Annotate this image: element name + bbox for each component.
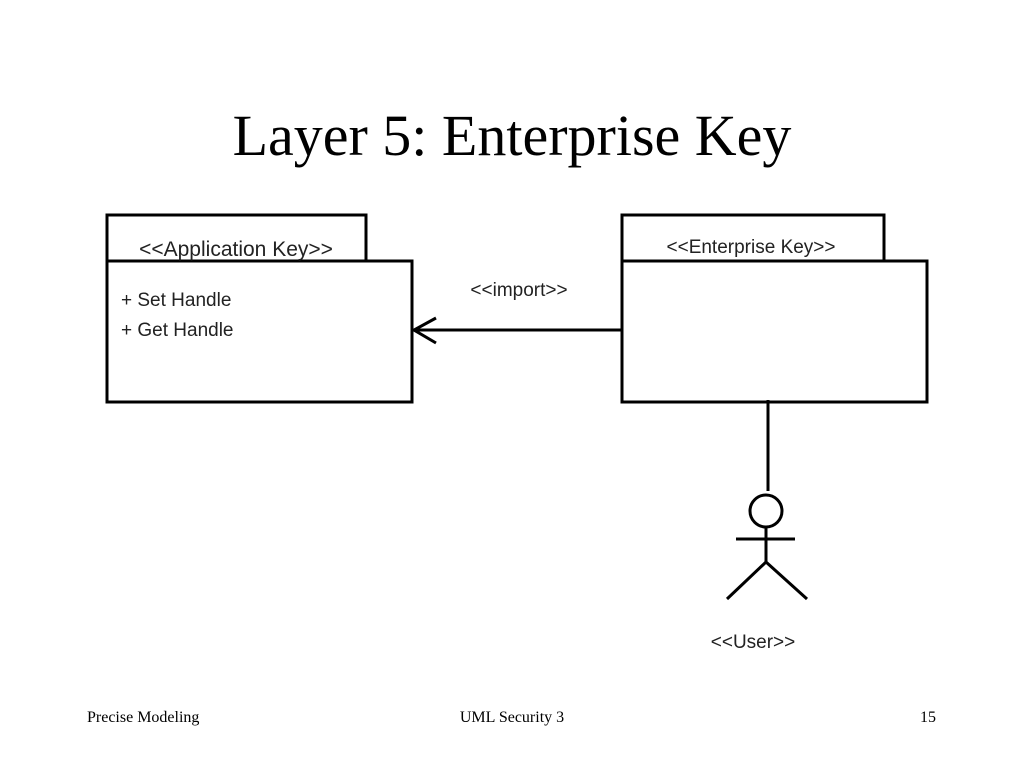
enterprise-key-package: <<Enterprise Key>>	[620, 213, 929, 404]
import-stereotype-label: <<import>>	[470, 280, 567, 301]
footer-deck-title: UML Security 3	[459, 709, 565, 726]
application-key-package-tab	[105, 213, 368, 263]
slide-title: Layer 5: Enterprise Key	[232, 103, 792, 168]
actor-left-leg	[725, 560, 768, 601]
enterprise-key-package-tab	[620, 213, 886, 263]
import-dependency: <<import>>	[410, 280, 622, 345]
user-actor-stereotype-label: <<User>>	[711, 632, 796, 653]
application-key-package-body	[105, 259, 414, 404]
application-key-package: <<Application Key>> + Set Handle + Get H…	[105, 213, 414, 404]
enterprise-key-package-body	[620, 259, 929, 404]
footer-page-number: 15	[920, 709, 936, 726]
actor-head	[748, 493, 784, 529]
application-key-stereotype-label: <<Application Key>>	[139, 238, 333, 261]
operation-set-handle: + Set Handle	[121, 290, 231, 311]
actor-right-leg	[764, 560, 809, 601]
enterprise-key-stereotype-label: <<Enterprise Key>>	[667, 237, 836, 258]
import-arrowhead-icon	[410, 316, 437, 345]
footer-course-name: Precise Modeling	[87, 709, 200, 726]
user-actor-icon	[725, 493, 809, 601]
operation-get-handle: + Get Handle	[121, 320, 234, 341]
